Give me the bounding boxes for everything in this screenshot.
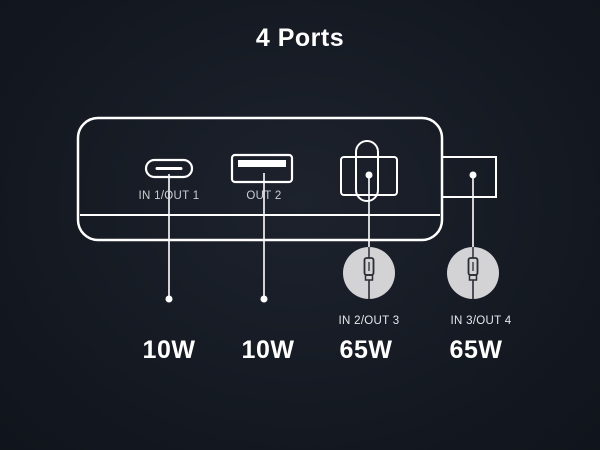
usb-c-connector-icon: [343, 247, 395, 299]
page-title: 4 Ports: [255, 24, 345, 52]
usb-a-port-icon: [230, 153, 294, 184]
port-power-2: 10W: [241, 336, 295, 364]
usb-c-connector-icon: [447, 247, 499, 299]
port-power-1: 10W: [142, 336, 196, 364]
port-power-4: 65W: [449, 336, 503, 364]
cable-port-4-icon: [442, 156, 497, 198]
leader-dot-2: [260, 295, 268, 303]
port-label-3: IN 2/OUT 3: [338, 315, 400, 327]
port-power-3: 65W: [339, 336, 393, 364]
port-label-4: IN 3/OUT 4: [450, 315, 512, 327]
port-label-2: OUT 2: [246, 190, 282, 202]
power-bank-body: [76, 116, 444, 242]
port-label-1: IN 1/OUT 1: [138, 190, 200, 202]
leader-dot-1: [165, 295, 173, 303]
